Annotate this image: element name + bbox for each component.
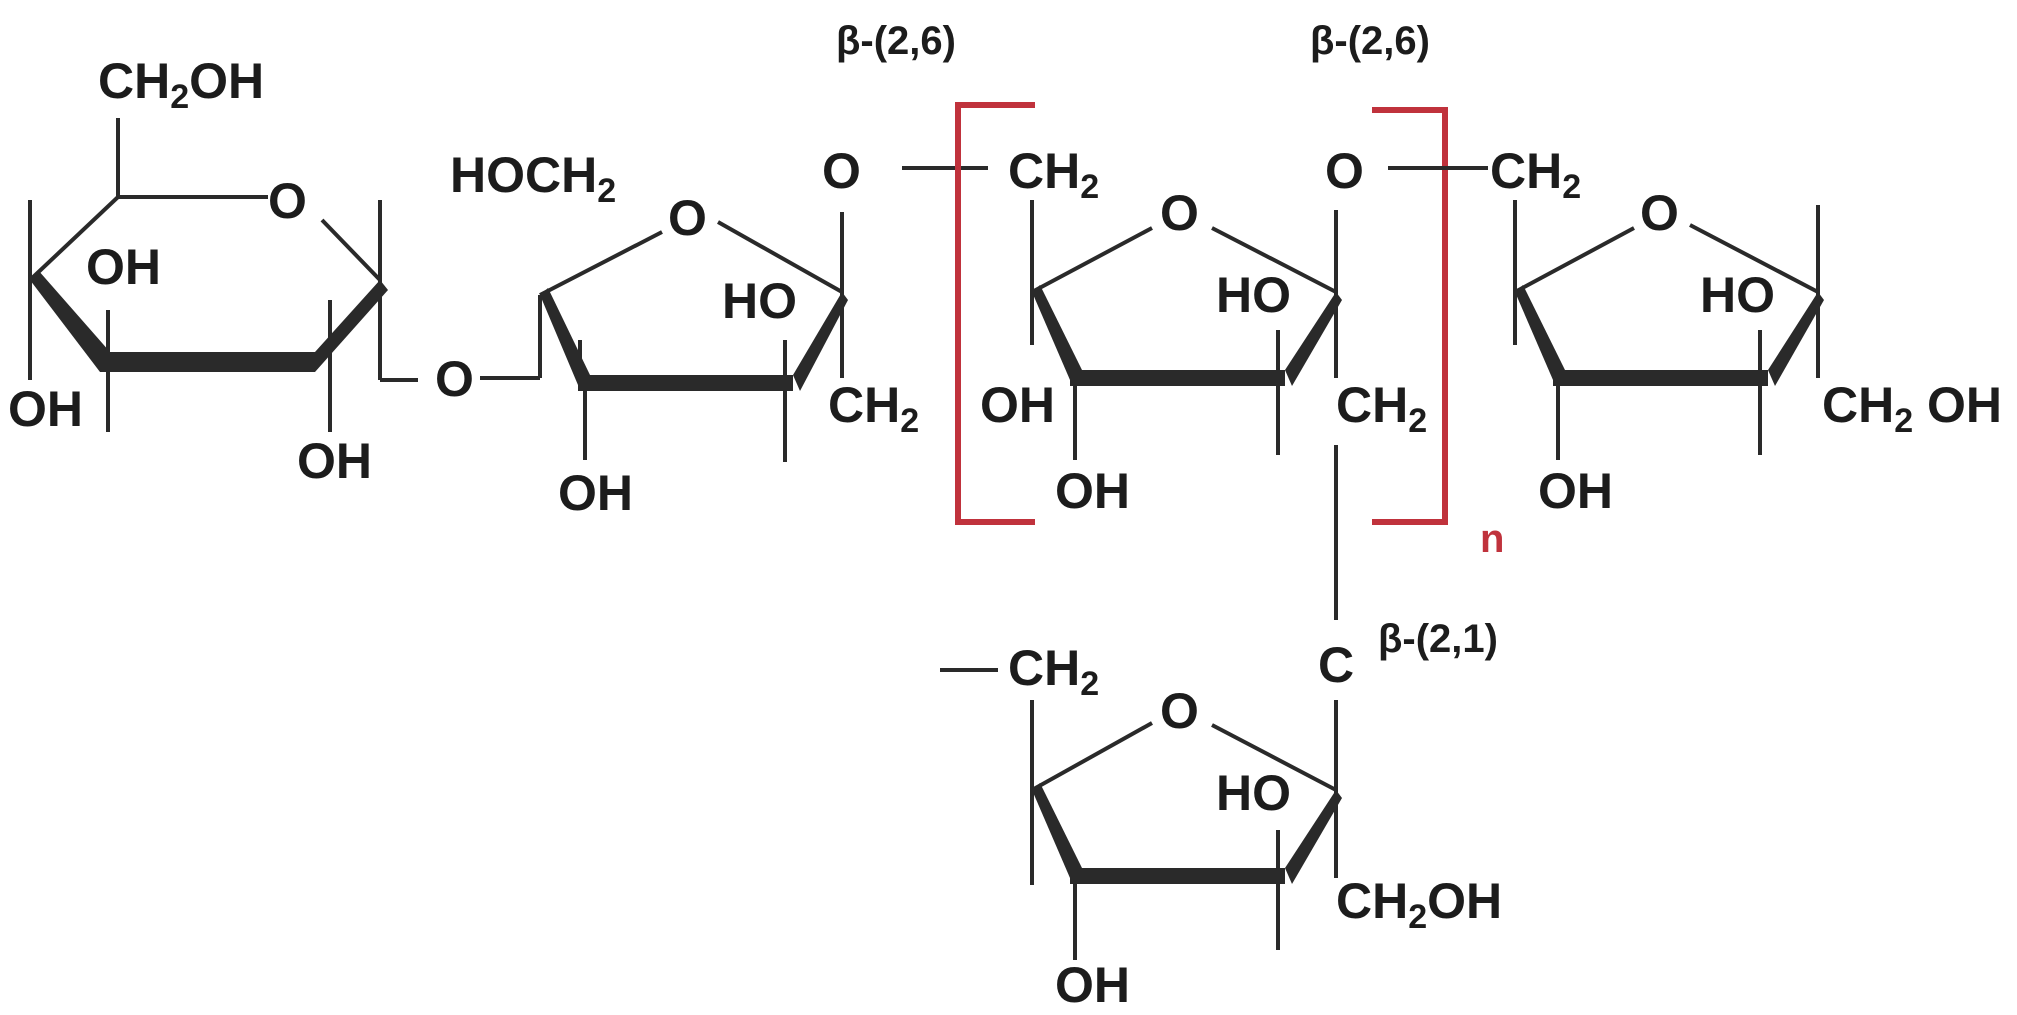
fructose1-link-oxygen: O — [822, 143, 861, 199]
linkage-beta-2-6-first: β-(2,6) — [836, 19, 956, 63]
fructose-repeat-ch2-top: CH2 — [1008, 143, 1099, 206]
linkage-beta-2-1: β-(2,1) — [1378, 617, 1498, 661]
glucose-oh-inner: OH — [86, 239, 161, 295]
fructose-ring-repeat — [1030, 200, 1342, 620]
fructose-ring-end — [1513, 200, 1824, 460]
glucose-ring — [28, 118, 418, 432]
fructose1-ring-oxygen: O — [668, 190, 707, 246]
fructose-repeat-ring-oxygen: O — [1160, 185, 1199, 241]
fructose-repeat-oh-left: OH — [980, 377, 1055, 433]
fructose-ring-1 — [538, 212, 848, 462]
repeat-unit-subscript: n — [1480, 517, 1504, 561]
fructose1-hoch2-label: HOCH2 — [450, 147, 616, 210]
glucose-ring-oxygen: O — [268, 173, 307, 229]
fructose-end-ch2oh-label: CH2 OH — [1822, 377, 2002, 440]
fructose-repeat-link-oxygen: O — [1325, 143, 1364, 199]
linkage-beta-2-6-second: β-(2,6) — [1310, 19, 1430, 63]
fructose-repeat-oh-bottom: OH — [1055, 463, 1130, 519]
fructose1-ho: HO — [722, 273, 797, 329]
glucose-oh-bottom: OH — [297, 433, 372, 489]
fructose1-ch2-label: CH2 — [828, 377, 919, 440]
fructose-branch-ring-oxygen: O — [1160, 683, 1199, 739]
glucose-ch2oh-label: CH2OH — [98, 53, 264, 116]
fructose-end-ring-oxygen: O — [1640, 185, 1679, 241]
fructose-branch-ch2-top: CH2 — [1008, 640, 1099, 703]
glucose-oh-left: OH — [8, 381, 83, 437]
repeat-brackets — [955, 102, 1448, 525]
fructose-ring-branch — [1030, 700, 1342, 960]
fructose-end-oh-bottom: OH — [1538, 463, 1613, 519]
repeat-bracket-left — [955, 102, 1035, 525]
fructose-end-ch2-top: CH2 — [1490, 143, 1581, 206]
repeat-bracket-right — [1372, 107, 1448, 525]
fructose-repeat-ho: HO — [1216, 267, 1291, 323]
branch-carbon-label: C — [1318, 637, 1354, 693]
fructose-repeat-ch2-right: CH2 — [1336, 377, 1427, 440]
glycosidic-oxygen: O — [435, 351, 474, 407]
fructose-branch-ch2oh-label: CH2OH — [1336, 873, 1502, 936]
fructose-branch-oh-bottom: OH — [1055, 957, 1130, 1013]
fructose-branch-ho: HO — [1216, 765, 1291, 821]
fructose-end-ho: HO — [1700, 267, 1775, 323]
fructose1-oh-bottom: OH — [558, 465, 633, 521]
